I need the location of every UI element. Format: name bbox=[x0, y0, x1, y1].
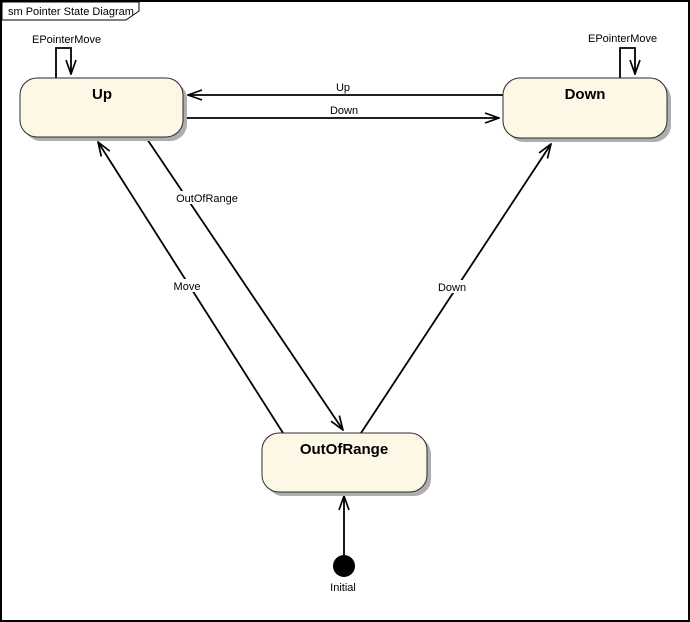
transition-up-self-label: EPointerMove bbox=[32, 34, 101, 46]
transition-up-to-outofrange-line[interactable] bbox=[146, 138, 343, 430]
state-outofrange-name: OutOfRange bbox=[300, 441, 388, 458]
transition-up-self: EPointerMove bbox=[32, 34, 101, 78]
state-down-body[interactable] bbox=[502, 77, 668, 139]
transition-outofrange-to-down: Down bbox=[360, 144, 551, 434]
transition-down-self-line[interactable] bbox=[619, 47, 635, 78]
state-up[interactable]: Up bbox=[19, 77, 187, 141]
state-up-name: Up bbox=[92, 86, 112, 103]
transition-up-to-outofrange: OutOfRange bbox=[146, 138, 343, 430]
transition-outofrange-to-up-label: Move bbox=[174, 281, 201, 293]
state-down-name: Down bbox=[565, 86, 606, 103]
transition-up-self-line[interactable] bbox=[55, 47, 71, 78]
transition-up-to-down-label: Down bbox=[330, 105, 358, 117]
state-down[interactable]: Down bbox=[502, 77, 671, 142]
transition-down-self-label: EPointerMove bbox=[588, 33, 657, 45]
transition-down-self: EPointerMove bbox=[588, 33, 657, 78]
frame-title: sm Pointer State Diagram bbox=[8, 6, 134, 18]
frame-title-tab: sm Pointer State Diagram bbox=[1, 1, 140, 21]
initial-node-icon[interactable] bbox=[333, 555, 355, 577]
state-up-body[interactable] bbox=[19, 77, 184, 138]
transition-outofrange-to-up: Move bbox=[98, 142, 284, 434]
transition-down-to-up-label: Up bbox=[336, 82, 350, 94]
label-halo bbox=[434, 280, 470, 293]
state-outofrange[interactable]: OutOfRange bbox=[261, 432, 431, 496]
transition-outofrange-to-down-label: Down bbox=[438, 282, 466, 294]
label-halo bbox=[170, 191, 244, 204]
frame-tab-shape bbox=[1, 1, 140, 21]
transition-up-to-down: Down bbox=[183, 105, 499, 118]
initial-pseudostate[interactable]: Initial bbox=[330, 555, 356, 594]
initial-node-label: Initial bbox=[330, 582, 356, 594]
transition-down-to-up: Up bbox=[188, 82, 503, 95]
state-outofrange-body[interactable] bbox=[261, 432, 428, 493]
transition-up-to-outofrange-label: OutOfRange bbox=[176, 193, 238, 205]
label-halo bbox=[169, 279, 205, 292]
